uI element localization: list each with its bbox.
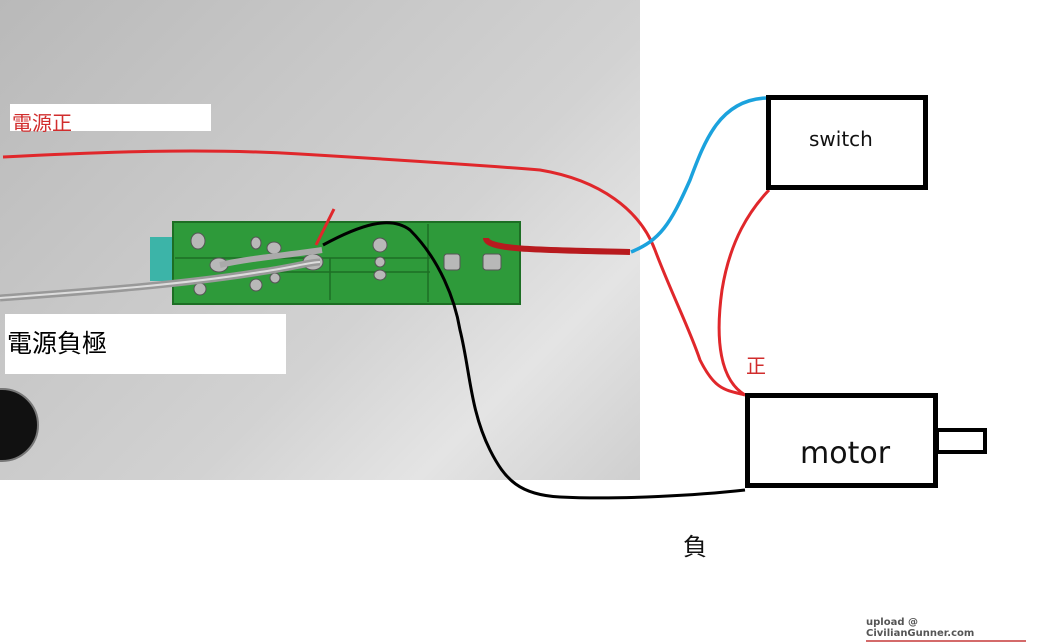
power-negative-label: 電源負極 xyxy=(5,314,286,374)
motor-shaft xyxy=(935,428,987,454)
switch-component: switch xyxy=(766,95,928,190)
power-negative-text: 電源負極 xyxy=(7,329,108,358)
positive-terminal-label: 正 xyxy=(746,354,766,378)
board-to-switch-wire xyxy=(630,96,767,254)
power-positive-label: 電源正 xyxy=(10,104,211,135)
black-washer xyxy=(0,389,38,461)
watermark: upload @ CivilianGunner.com xyxy=(866,617,1026,642)
power-positive-wire xyxy=(2,149,746,397)
negative-wire xyxy=(322,221,746,500)
red-lead xyxy=(483,236,631,255)
switch-to-motor-wire xyxy=(717,188,771,397)
motor-label: motor xyxy=(800,436,891,471)
negative-terminal-label: 負 xyxy=(683,533,707,561)
motor-component: motor xyxy=(745,393,938,488)
power-positive-text: 電源正 xyxy=(12,111,72,135)
switch-label: switch xyxy=(809,127,873,151)
